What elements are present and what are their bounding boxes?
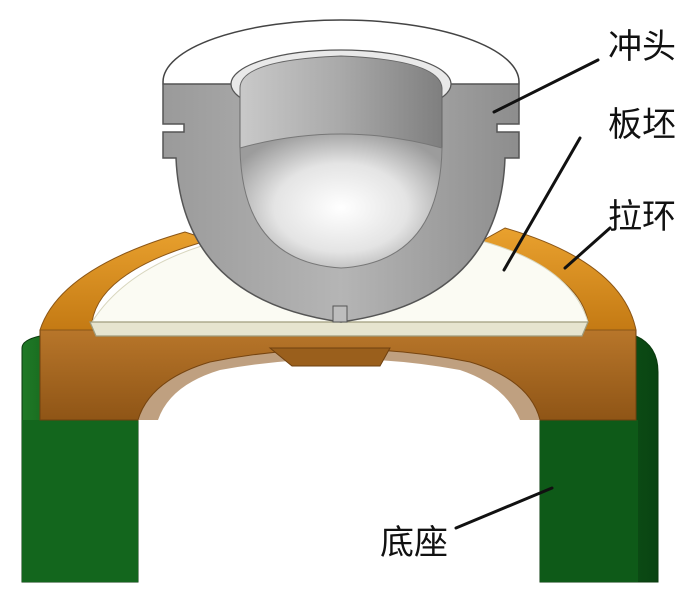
label-base: 底座 [380,523,448,563]
draw-ring-body [39,329,637,421]
base-left-face [22,420,138,582]
blank-sheet [89,321,589,337]
leader-blank [502,136,582,272]
draw-ring-inner-shadow [138,349,540,420]
label-blank: 板坯 [608,105,676,145]
punch-pin [332,305,348,323]
punch [162,19,520,323]
leader-lines [454,58,612,530]
label-draw-ring: 拉环 [608,197,676,237]
draw-ring-center-step [268,347,391,367]
leader-draw-ring [563,226,612,270]
punch-cavity-wall [239,55,443,149]
base-right-face [540,420,638,582]
leader-base [454,486,554,530]
leader-punch [492,58,600,114]
label-punch: 冲头 [608,27,676,67]
punch-cavity-bowl [239,133,443,269]
base [21,335,659,583]
